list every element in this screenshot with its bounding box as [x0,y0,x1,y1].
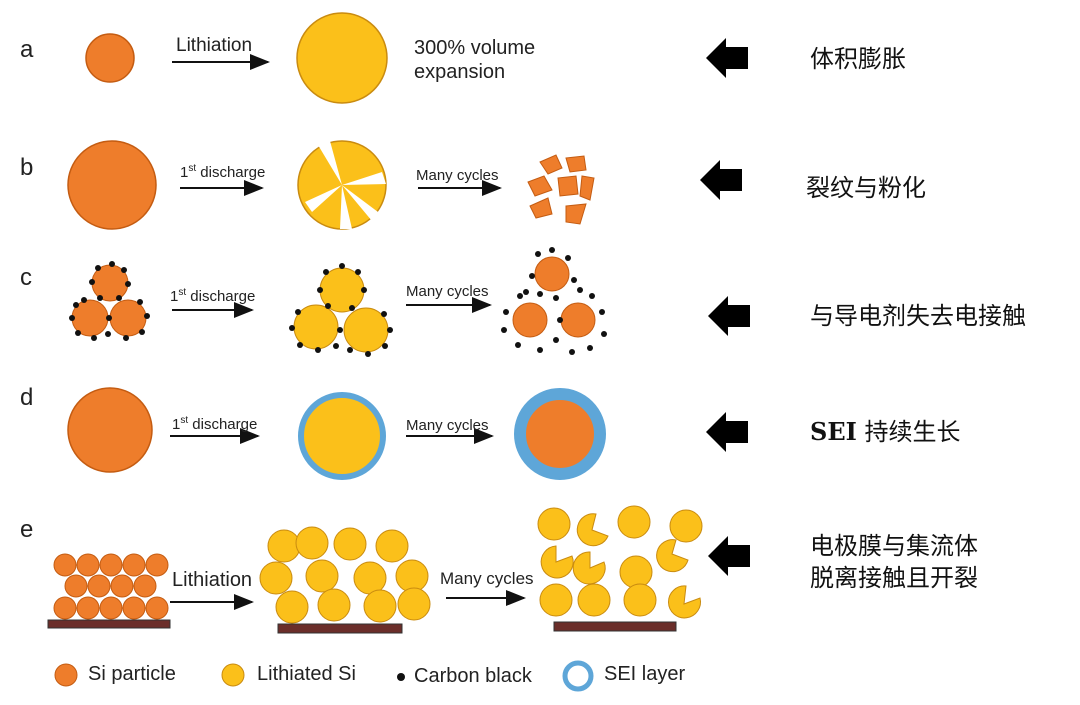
cn-label-a: 体积膨胀 [810,45,906,73]
cn-label-c: 与导电剂失去电接触 [810,302,1026,330]
pointer-arrow-a [706,38,748,78]
pointer-arrow-c [708,296,750,336]
electrode-e3 [537,505,703,632]
row-letter-b: b [20,154,34,181]
legend-carbon-label: Carbon black [414,665,532,687]
legend-carbon-swatch [397,673,405,681]
cracked-particle-b [297,140,387,230]
label-b-arrow2: Many cycles [416,167,499,184]
label-e-arrow1: Lithiation [172,569,253,591]
legend-lith-swatch [221,663,245,687]
label-e-arrow2: Many cycles [440,569,534,588]
lithiated-si-sei-d [298,392,386,480]
row-letter-c: c [20,264,32,291]
pointer-arrow-e [708,536,750,576]
cn-label-d-prefix: SEI [810,417,857,446]
cn-label-b: 裂纹与粉化 [806,174,926,202]
si-particle-a [85,33,135,83]
label-a-lithiation: Lithiation [176,35,253,56]
legend-lith-label: Lithiated Si [257,663,356,685]
pointer-arrows [700,38,750,576]
cn-label-d: SEI 持续生长 [810,417,961,446]
label-d-arrow2: Many cycles [406,417,489,434]
cn-label-e-line1: 电极膜与集流体 [810,532,978,560]
row-letter-e: e [20,516,34,543]
pointer-arrow-b [700,160,742,200]
cn-label-d-text: 持续生长 [864,418,961,446]
label-b-arrow1: 1st discharge [180,163,266,181]
label-c-arrow1: 1st discharge [170,287,256,305]
cn-label-e-line2: 脱离接触且开裂 [810,564,978,592]
pulverized-fragments-b [527,154,595,225]
legend-sei-swatch [562,660,594,692]
particle-cluster-c2 [289,263,393,357]
electrode-e2 [259,526,431,634]
label-d-arrow1: 1st discharge [172,415,258,433]
pointer-arrow-d [706,412,748,452]
legend-symbols [54,660,594,692]
legend-si-label: Si particle [88,663,176,685]
si-particle-d [67,387,153,473]
si-particle-b [67,140,157,230]
particle-cluster-c1 [69,261,150,341]
row-letter-a: a [20,36,34,63]
row-letter-d: d [20,384,34,411]
particle-cluster-c3 [501,247,607,355]
si-thick-sei-d [514,388,606,480]
result-a-volume: 300% volume expansion [414,37,536,83]
lithiated-si-a [296,12,388,104]
legend-sei-label: SEI layer [604,663,686,685]
label-c-arrow2: Many cycles [406,283,489,300]
electrode-e1 [47,553,171,629]
legend-si-swatch [54,663,78,687]
